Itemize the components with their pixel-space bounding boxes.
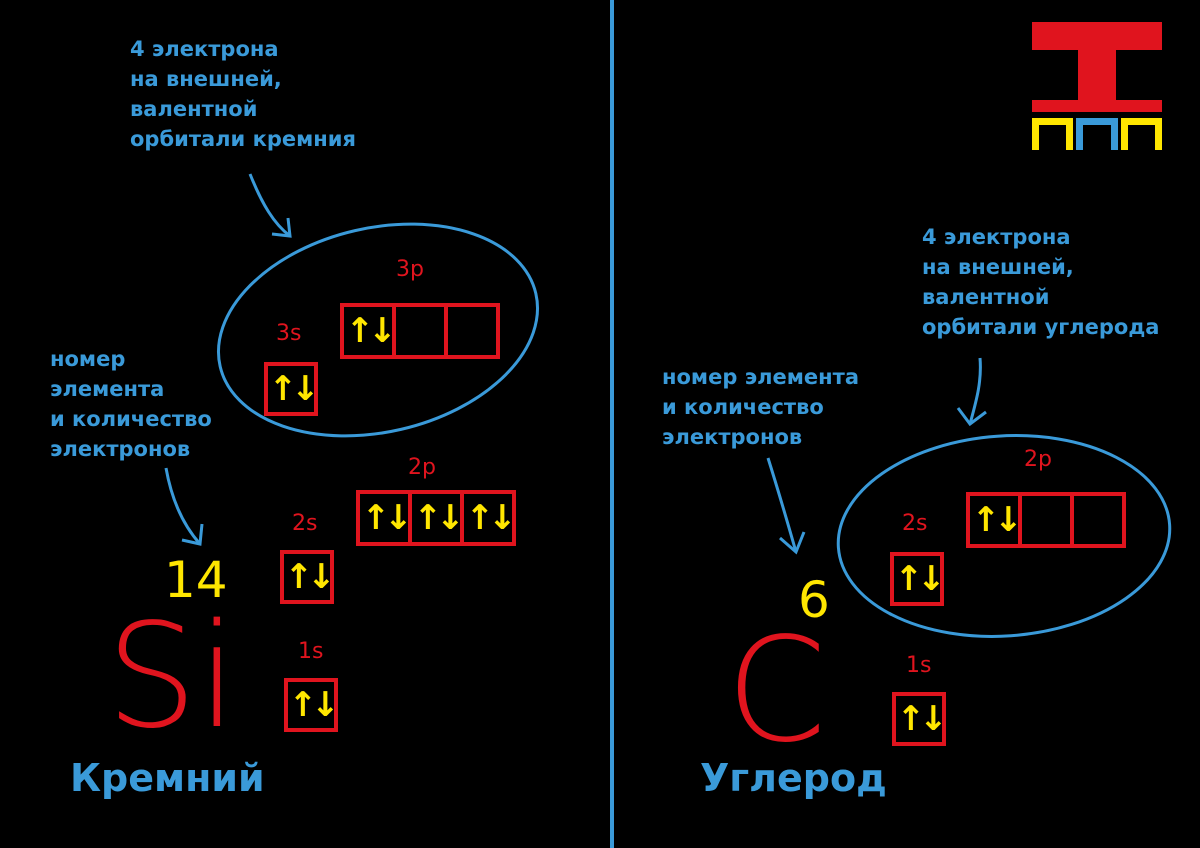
silicon-valence-ellipse xyxy=(216,222,540,438)
carbon-number-arrow xyxy=(766,457,806,555)
logo-part xyxy=(1032,118,1074,157)
orbital-cell: ↑↓ xyxy=(264,362,319,416)
orbital-cell xyxy=(392,303,448,359)
silicon-atomic-number: 14 xyxy=(164,551,228,609)
carbon-panel: 4 электрона на внешней, валентной орбита… xyxy=(614,0,1200,848)
note-line: электронов xyxy=(50,437,191,461)
note-line: орбитали углерода xyxy=(922,315,1160,339)
note-line: 4 электрона xyxy=(922,225,1071,249)
note-line: номер элемента xyxy=(662,365,860,389)
silicon-orbital-2s: ↑↓ xyxy=(280,550,335,604)
orbital-cell: ↑↓ xyxy=(892,692,947,746)
carbon-symbol: C xyxy=(726,618,827,748)
orbital-cell: ↑↓ xyxy=(284,678,339,732)
silicon-name: Кремний xyxy=(70,756,265,800)
logo-part xyxy=(1120,118,1162,157)
silicon-panel: 4 электрона на внешней, валентной орбита… xyxy=(50,34,540,800)
logo-part xyxy=(1032,100,1162,112)
carbon-orbital-1s: ↑↓ xyxy=(892,692,947,746)
silicon-number-note: номер элемента и количество электронов xyxy=(50,344,212,464)
carbon-label-2p: 2p xyxy=(1024,447,1052,472)
note-line: электронов xyxy=(662,425,803,449)
symbol-text: Si xyxy=(106,604,230,734)
orbital-cell xyxy=(444,303,500,359)
carbon-valence-note: 4 электрона на внешней, валентной орбита… xyxy=(922,222,1159,342)
carbon-label-2s: 2s xyxy=(902,511,928,536)
note-line: 4 электрона xyxy=(130,37,279,61)
note-line: орбитали кремния xyxy=(130,127,356,151)
carbon-valence-ellipse xyxy=(836,434,1172,638)
orbital-cell: ↑↓ xyxy=(408,490,464,546)
note-line: элемента xyxy=(50,377,165,401)
orbital-cell: ↑↓ xyxy=(890,552,945,606)
silicon-label-2s: 2s xyxy=(292,511,318,536)
orbital-cell: ↑↓ xyxy=(966,492,1022,548)
carbon-orbital-2p: ↑↓ xyxy=(966,492,1126,548)
silicon-symbol: Si xyxy=(106,604,230,734)
logo-part xyxy=(1076,118,1118,157)
silicon-orbital-3s: ↑↓ xyxy=(264,362,319,416)
silicon-number-arrow xyxy=(164,467,204,546)
silicon-valence-note: 4 электрона на внешней, валентной орбита… xyxy=(130,34,356,154)
note-line: на внешней, xyxy=(130,67,282,91)
carbon-label-1s: 1s xyxy=(906,653,932,678)
note-line: и количество xyxy=(50,407,212,431)
logo-letters xyxy=(1032,118,1162,157)
note-line: валентной xyxy=(130,97,258,121)
carbon-valence-arrow xyxy=(956,357,987,427)
orbital-cell: ↑↓ xyxy=(356,490,412,546)
silicon-label-1s: 1s xyxy=(298,639,324,664)
silicon-orbital-2p: ↑↓ ↑↓ ↑↓ xyxy=(356,490,516,546)
panel-divider xyxy=(610,0,614,848)
silicon-valence-arrow xyxy=(248,173,292,238)
note-line: и количество xyxy=(662,395,824,419)
orbital-cell xyxy=(1018,492,1074,548)
note-line: на внешней, xyxy=(922,255,1074,279)
orbital-cell: ↑↓ xyxy=(340,303,396,359)
orbital-cell: ↑↓ xyxy=(280,550,335,604)
carbon-name: Углерод xyxy=(700,756,887,800)
silicon-orbital-3p: ↑↓ xyxy=(340,303,500,359)
carbon-number-note: номер элемента и количество электронов xyxy=(662,362,859,452)
logo-part xyxy=(1078,50,1116,100)
orbital-cell xyxy=(1070,492,1126,548)
note-line: валентной xyxy=(922,285,1050,309)
silicon-orbital-1s: ↑↓ xyxy=(284,678,339,732)
orbital-cell: ↑↓ xyxy=(460,490,516,546)
note-line: номер xyxy=(50,347,126,371)
silicon-label-2p: 2p xyxy=(408,455,436,480)
carbon-atomic-number: 6 xyxy=(798,571,830,629)
homo-logo-icon xyxy=(1032,22,1162,157)
silicon-label-3s: 3s xyxy=(276,321,302,346)
logo-part xyxy=(1032,22,1162,50)
silicon-label-3p: 3p xyxy=(396,257,424,282)
carbon-orbital-2s: ↑↓ xyxy=(890,552,945,606)
symbol-text: C xyxy=(726,618,827,748)
